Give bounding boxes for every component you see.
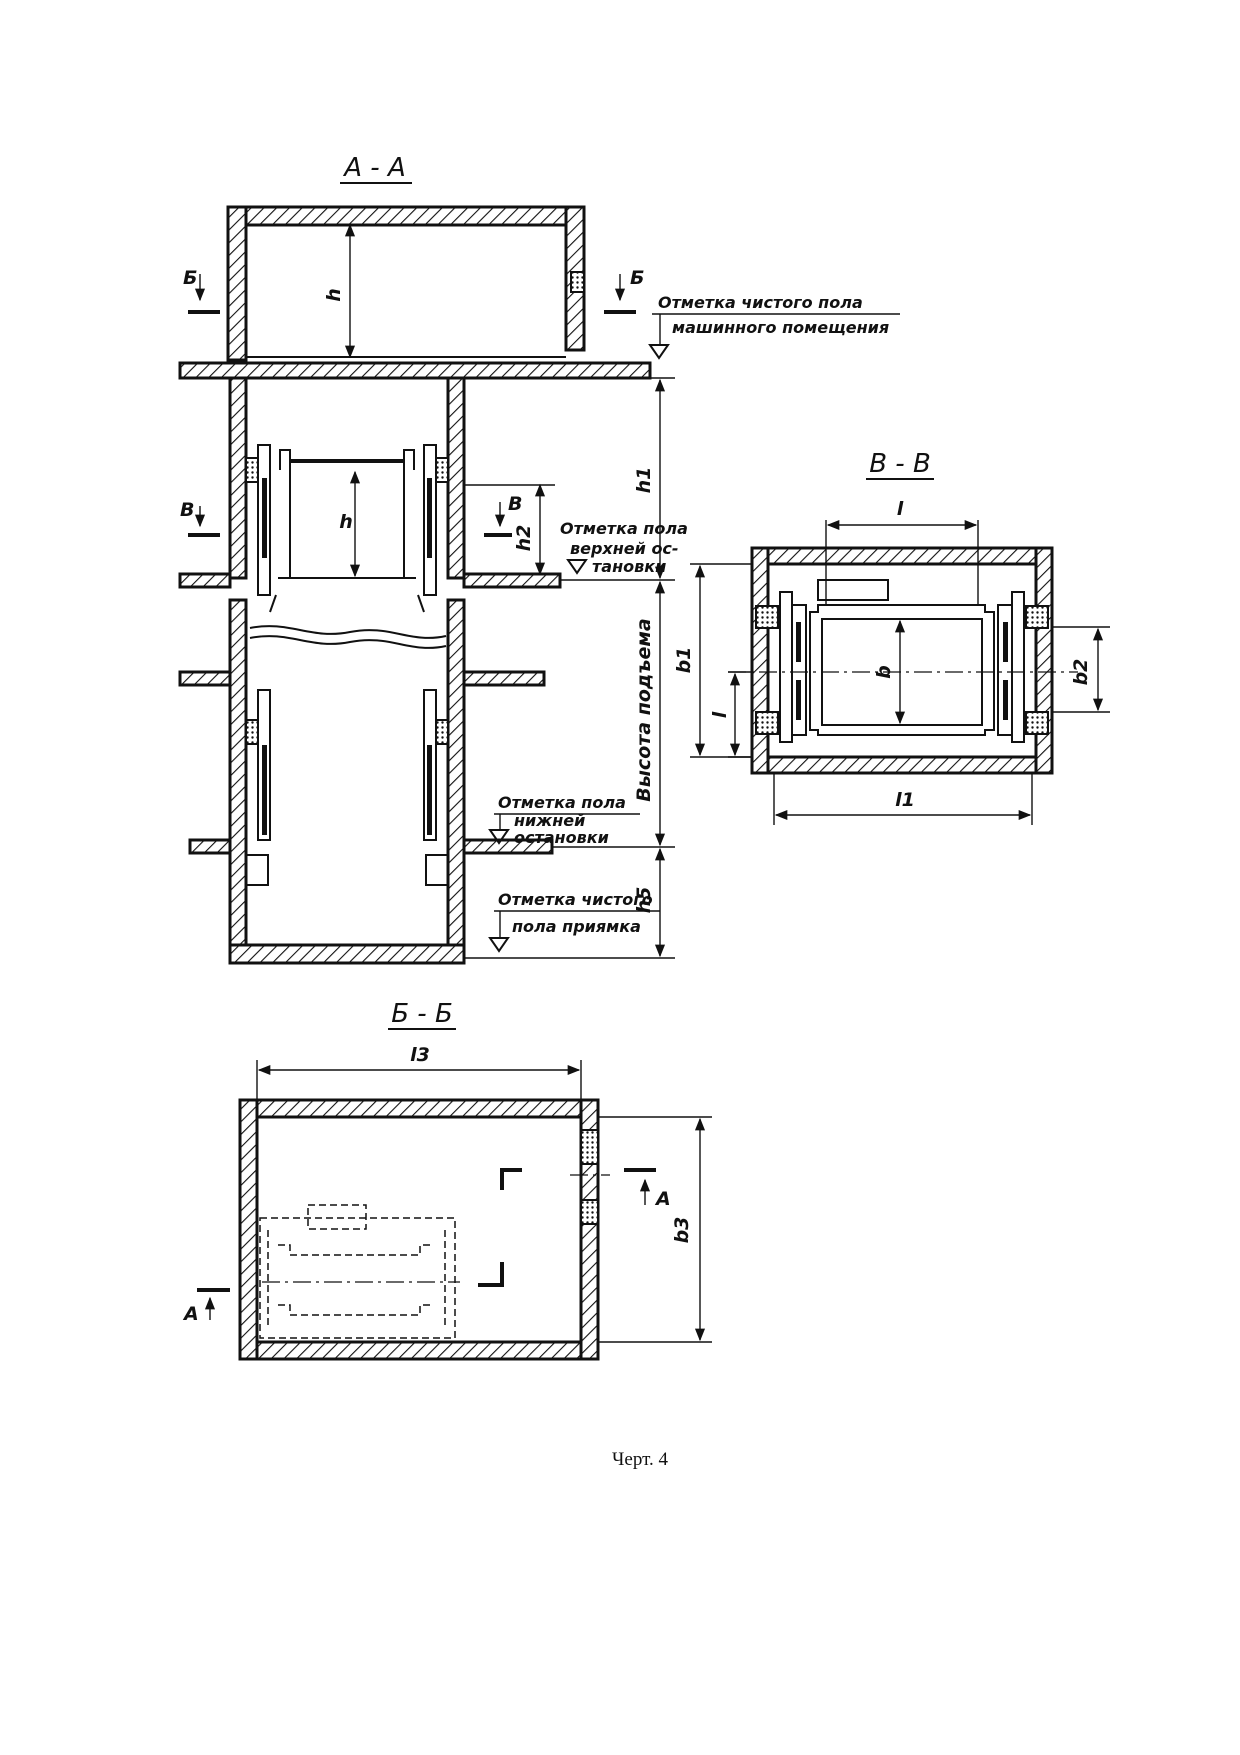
lift-height-label: Высота подъема [633, 618, 655, 801]
pit-note-2: пола приямка [512, 917, 641, 936]
machine-room-floor [178, 361, 652, 380]
dim-machine-room-height: h [323, 288, 345, 302]
bb-bottom-wall [238, 1340, 600, 1361]
dim-car-height: h [339, 511, 353, 533]
top-stop-note-3: тановки [592, 557, 666, 576]
machine-room-top-wall [226, 205, 586, 227]
shaft-left-wall-lower [228, 598, 248, 947]
section-bb: Б - Б l3 b3 А А [182, 999, 712, 1361]
cut-mark-v-right: В [508, 493, 522, 515]
cut-mark-a-left: А [182, 1303, 199, 1325]
top-stop-floor-slab [178, 572, 232, 589]
bottom-stop-note-3: остановки [514, 828, 609, 847]
bottom-stop-note-2: нижней [514, 811, 585, 830]
pit-note-1: Отметка чистого [498, 890, 653, 909]
cut-mark-b-left: Б [183, 267, 197, 289]
pit-floor [228, 943, 466, 965]
machine-room-left-wall [226, 205, 248, 362]
counterweight [817, 579, 889, 601]
dim-l-inner: l [709, 711, 731, 718]
dim-h1: h1 [633, 467, 655, 494]
top-stop-note-2: верхней ос- [570, 539, 679, 558]
vv-left-wall [750, 546, 770, 775]
cut-mark-v-left: В [180, 499, 194, 521]
bb-top-wall [238, 1098, 600, 1119]
cut-mark-a-right: А [654, 1188, 671, 1210]
bottom-stop-floor-slab [188, 838, 232, 855]
section-vv-title: В - В [869, 449, 931, 479]
vv-right-wall [1034, 546, 1054, 775]
middle-floor-slab [178, 670, 232, 687]
figure-caption: Черт. 4 [612, 1449, 668, 1470]
bb-left-wall [238, 1098, 259, 1361]
shaft-left-wall-upper [228, 376, 248, 580]
car-plan [809, 604, 995, 736]
machine-room-note-2: машинного помещения [672, 318, 889, 337]
shaft-projection [259, 1217, 456, 1339]
dim-l1: l1 [895, 789, 915, 811]
dim-b3: b3 [671, 1217, 693, 1244]
dim-h2: h2 [513, 525, 535, 552]
section-vv: В - В l l1 [673, 449, 1110, 825]
dim-l3: l3 [410, 1044, 430, 1066]
bottom-stop-note-1: Отметка пола [498, 793, 626, 812]
dim-b1: b1 [673, 647, 695, 674]
section-aa-title: А - А [342, 153, 405, 183]
vv-bottom-wall [750, 755, 1054, 775]
cut-mark-b-right: Б [630, 267, 644, 289]
dim-b2: b2 [1070, 659, 1092, 686]
dim-l: l [897, 498, 904, 520]
dim-h5: h5 [633, 887, 655, 914]
vv-top-wall [750, 546, 1054, 566]
dim-b: b [873, 665, 895, 679]
shaft-right-wall-lower [446, 598, 466, 947]
top-stop-note-1: Отметка пола [560, 519, 688, 538]
machine-room-note-1: Отметка чистого пола [658, 293, 863, 312]
shaft-right-wall-upper [446, 376, 466, 580]
section-aa: А - А h [178, 153, 900, 965]
section-bb-title: Б - Б [391, 999, 453, 1029]
